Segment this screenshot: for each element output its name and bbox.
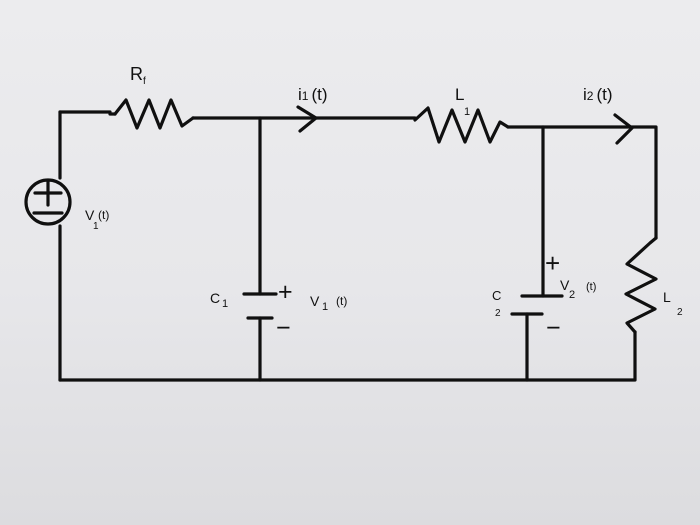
c1-minus-sign: − — [276, 314, 291, 342]
label-v2: V2(t) — [560, 277, 596, 301]
label-l1: L1 — [455, 85, 470, 118]
wire-left-top — [58, 110, 117, 116]
label-i1: i1(t) — [298, 85, 328, 104]
label-rf: Rf — [130, 64, 146, 87]
inductor-l1 — [413, 106, 510, 144]
resistor-rf — [113, 98, 195, 130]
inductor-l2 — [624, 236, 658, 334]
current-arrow-i1 — [296, 105, 318, 133]
label-l2: L2 — [663, 289, 683, 318]
c2-plus-sign: + — [545, 248, 560, 278]
capacitor-c1 — [242, 292, 278, 320]
c2-minus-sign: − — [546, 314, 561, 342]
label-i2: i2(t) — [583, 85, 613, 104]
capacitor-c2 — [510, 294, 564, 316]
c1-plus-sign: + — [278, 278, 293, 306]
current-arrow-i2 — [613, 113, 634, 145]
voltage-source — [24, 178, 72, 226]
wire-l1-to-right — [506, 125, 658, 240]
wires — [58, 110, 658, 382]
voltage-source-plus-sign — [33, 179, 63, 207]
wire-bottom — [58, 330, 637, 382]
